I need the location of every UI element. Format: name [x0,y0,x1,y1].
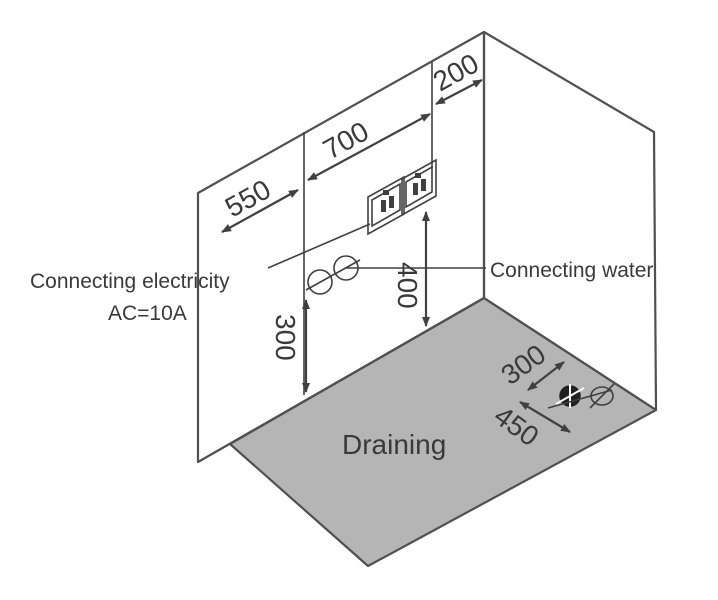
dimension-300-wall-label: 300 [270,314,301,361]
water-pipe-line [305,259,361,291]
connecting-electricity-label: Connecting electricity [30,270,230,293]
ac-rating-label: AC=10A [108,302,187,325]
dimension-450-floor-arrow [519,401,571,433]
connecting-water-label: Connecting water [490,259,653,282]
power-socket-right-icon [401,158,437,217]
water-inlet-hot-icon [307,269,333,295]
electricity-leader-line [267,223,371,269]
dimension-200-label: 200 [428,47,484,97]
dimension-200-arrow [435,79,483,105]
floor-drain-outline-icon [589,383,615,409]
draining-label: Draining [342,429,446,460]
dimension-550-label: 550 [220,173,276,223]
dimension-700-label: 700 [318,115,374,165]
dimension-300-floor-arrow [527,361,565,391]
dimension-550-arrow [221,189,299,233]
power-socket-left-icon [367,175,405,236]
dimension-700-arrow [307,113,431,181]
right-wall [482,30,658,412]
dimension-400-label: 400 [392,262,423,309]
